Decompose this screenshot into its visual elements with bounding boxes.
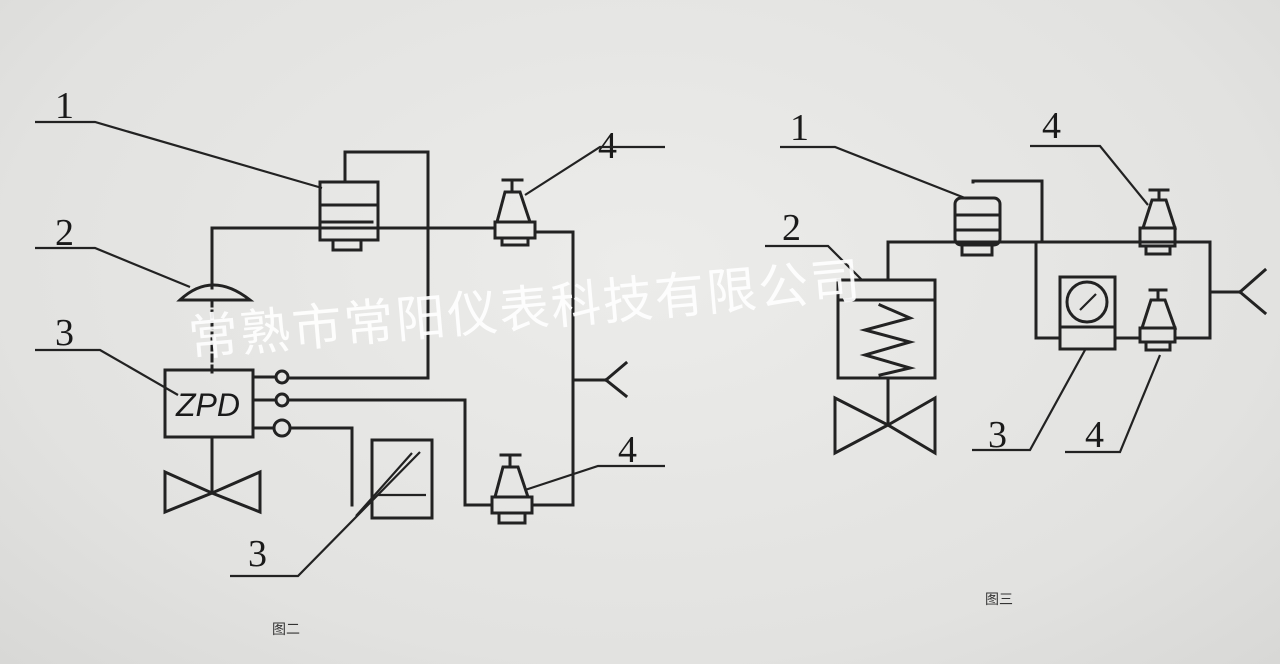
- feedback-loop-line: [288, 150, 430, 380]
- watermark: 常熟市常阳仪表科技有限公司: [186, 251, 864, 368]
- figure-2: 1 2 3 4 4 3 ZPD: [35, 85, 665, 638]
- gauge-line: [1034, 240, 1142, 340]
- pressure-regulator-icon-top: [493, 178, 537, 247]
- butterfly-valve-icon: [833, 395, 937, 456]
- label-2-actuator: 2: [782, 207, 801, 249]
- leader-line-3: [35, 348, 179, 396]
- pressure-regulator-icon-bottom: [1138, 288, 1178, 352]
- label-3-gauge: 3: [988, 414, 1007, 456]
- output-port-icon: [1208, 267, 1268, 316]
- leader-line-4-bottom: [524, 464, 665, 492]
- feedback-loop-line: [971, 179, 1044, 244]
- figure-3: 1 2 4 3 4: [765, 105, 1268, 608]
- supply-line: [210, 226, 497, 290]
- leader-line-4-bottom: [1065, 354, 1162, 454]
- leader-line-4-top: [524, 145, 665, 196]
- label-4-regulator-bottom: 4: [1085, 414, 1104, 456]
- butterfly-valve-icon: [163, 469, 262, 515]
- leader-line-1: [780, 145, 966, 200]
- label-3-recorder: 3: [248, 533, 267, 575]
- label-1-positioner: 1: [790, 107, 809, 149]
- label-2-diaphragm: 2: [55, 212, 74, 254]
- pressure-regulator-icon-bottom: [490, 453, 534, 525]
- leader-line-1: [35, 120, 323, 190]
- output-port-icon: [571, 360, 629, 399]
- leader-line-2: [765, 244, 863, 281]
- recorder-icon: [355, 438, 434, 520]
- figure-2-caption: 图二: [272, 622, 300, 638]
- figure-3-caption: 图三: [985, 592, 1013, 608]
- leader-line-3: [972, 349, 1086, 452]
- leader-line-2: [35, 246, 191, 289]
- signal-line-2: [288, 398, 494, 507]
- positioner-icon: [318, 180, 380, 252]
- zpd-label: ZPD: [175, 387, 240, 423]
- diaphragm-icon: [176, 283, 255, 302]
- pressure-gauge-icon: [1058, 275, 1117, 351]
- supply-line: [886, 240, 1212, 340]
- label-3-controller: 3: [55, 312, 74, 354]
- port-circle-3: [272, 418, 292, 438]
- positioner-icon: [953, 196, 1002, 257]
- output-line: [530, 230, 575, 507]
- pressure-regulator-icon-top: [1138, 188, 1178, 256]
- zpd-controller-box: [163, 368, 255, 439]
- port-circle-2: [274, 392, 290, 408]
- label-4-regulator-top: 4: [1042, 105, 1061, 147]
- label-1-positioner: 1: [55, 85, 74, 127]
- leader-line-4-top: [1030, 144, 1149, 206]
- port-circle-1: [274, 369, 290, 385]
- leader-line-3-recorder: [230, 451, 421, 578]
- controller-ports: [251, 375, 277, 430]
- label-4-regulator-bottom: 4: [618, 429, 637, 471]
- signal-line-3: [288, 426, 354, 507]
